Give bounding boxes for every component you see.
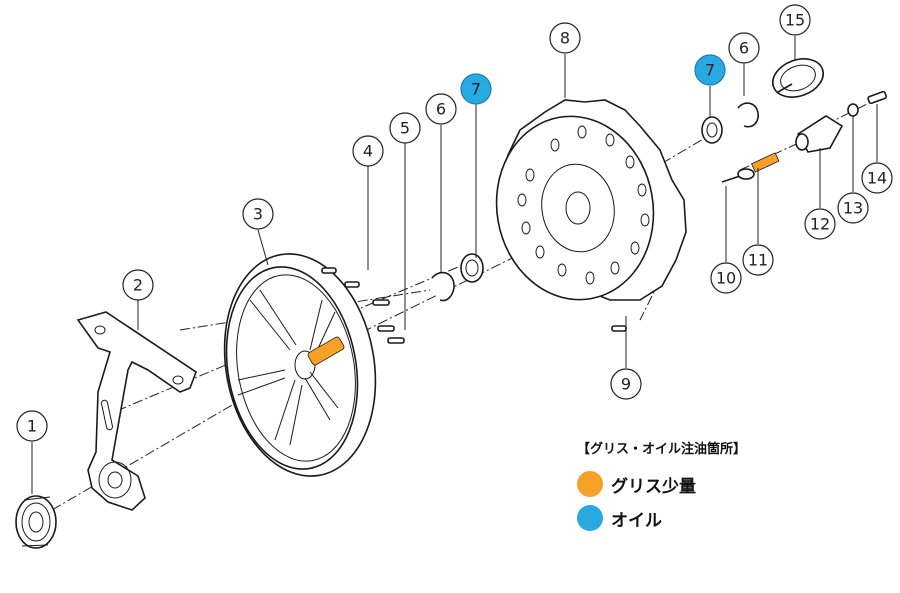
grease-point-axle bbox=[307, 336, 345, 366]
svg-text:2: 2 bbox=[133, 276, 143, 295]
part-11-axle bbox=[737, 152, 780, 180]
lubrication-legend: 【グリス・オイル注油箇所】 グリス少量 オイル bbox=[577, 438, 877, 535]
part-15-knob bbox=[772, 58, 824, 98]
callout-3: 3 bbox=[242, 198, 274, 230]
grease-point-shaft bbox=[750, 152, 780, 173]
callout-13: 13 bbox=[837, 192, 869, 224]
part-8-sprocket-disc bbox=[495, 99, 687, 301]
callout-11: 11 bbox=[742, 244, 774, 276]
svg-text:6: 6 bbox=[739, 39, 749, 58]
callout-5: 5 bbox=[389, 112, 421, 144]
legend-label-grease: グリス少量 bbox=[611, 476, 696, 497]
oil-dot-icon bbox=[577, 505, 603, 531]
svg-text:12: 12 bbox=[810, 215, 830, 234]
part-14-bolt bbox=[867, 90, 888, 105]
svg-text:6: 6 bbox=[436, 100, 446, 119]
callout-15: 15 bbox=[779, 4, 811, 36]
callout-6-right: 6 bbox=[728, 32, 760, 64]
callout-leader-lines bbox=[31, 36, 878, 494]
svg-text:10: 10 bbox=[716, 269, 736, 288]
part-5-screws bbox=[372, 299, 405, 344]
svg-text:4: 4 bbox=[363, 142, 373, 161]
callout-9: 9 bbox=[610, 368, 642, 400]
callout-7-left-oil: 7 bbox=[460, 73, 492, 105]
svg-text:5: 5 bbox=[400, 119, 410, 138]
svg-text:15: 15 bbox=[785, 11, 805, 30]
part-6-retaining-clip-left bbox=[431, 271, 455, 302]
part-7-bearing-right bbox=[701, 116, 723, 144]
legend-title: 【グリス・オイル注油箇所】 bbox=[577, 442, 747, 457]
callout-1: 1 bbox=[16, 410, 48, 442]
callout-12: 12 bbox=[804, 208, 836, 240]
svg-text:3: 3 bbox=[253, 205, 263, 224]
svg-text:7: 7 bbox=[705, 61, 715, 80]
svg-text:7: 7 bbox=[471, 80, 481, 99]
svg-text:9: 9 bbox=[621, 375, 631, 394]
callout-10: 10 bbox=[710, 262, 742, 294]
svg-text:13: 13 bbox=[843, 199, 863, 218]
callout-2: 2 bbox=[122, 269, 154, 301]
svg-text:11: 11 bbox=[748, 251, 768, 270]
callout-6-left: 6 bbox=[425, 93, 457, 125]
legend-item-oil: オイル bbox=[577, 501, 877, 535]
part-9-screw bbox=[611, 325, 627, 332]
grease-dot-icon bbox=[577, 471, 603, 497]
part-6-retaining-clip-right bbox=[737, 102, 759, 128]
part-4-screws bbox=[321, 267, 360, 288]
callout-8: 8 bbox=[549, 22, 581, 54]
callout-14: 14 bbox=[861, 162, 893, 194]
legend-label-oil: オイル bbox=[611, 510, 662, 531]
part-7-bearing-left bbox=[460, 253, 484, 283]
callout-4: 4 bbox=[352, 135, 384, 167]
legend-item-grease: グリス少量 bbox=[577, 467, 877, 501]
part-10-pin bbox=[721, 175, 741, 183]
part-1-flange-nut bbox=[15, 495, 57, 549]
part-13-washer bbox=[847, 103, 859, 117]
svg-text:8: 8 bbox=[560, 29, 570, 48]
part-3-pulley-wheel bbox=[223, 253, 377, 477]
svg-text:1: 1 bbox=[27, 417, 37, 436]
part-2-bracket-arm bbox=[76, 311, 197, 511]
svg-text:14: 14 bbox=[867, 169, 887, 188]
part-12-sleeve bbox=[795, 115, 844, 153]
callout-7-right-oil: 7 bbox=[694, 54, 726, 86]
